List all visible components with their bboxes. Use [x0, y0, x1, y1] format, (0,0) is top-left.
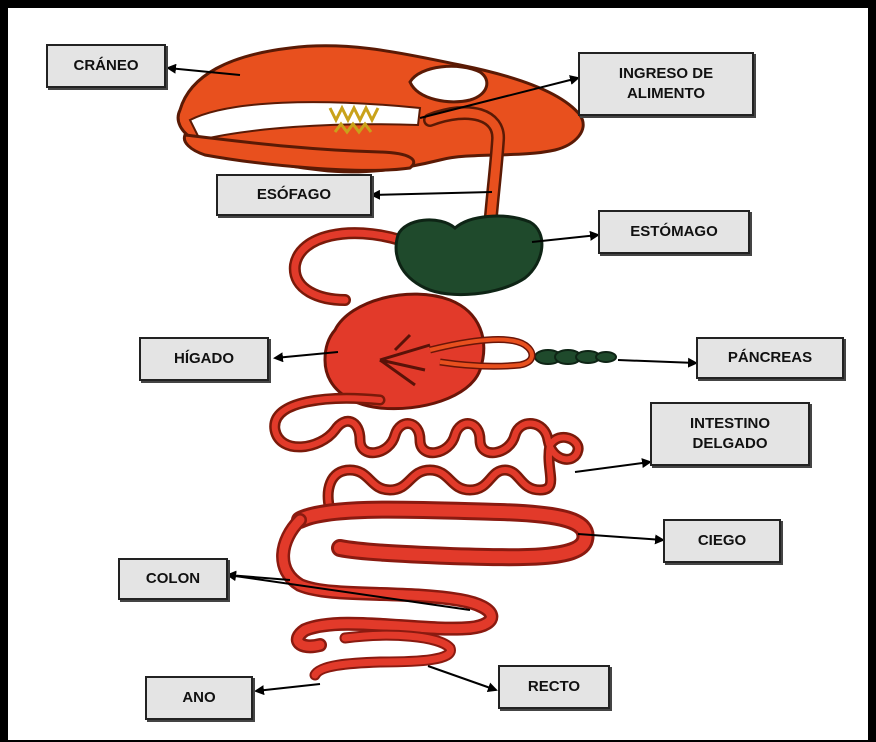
skull-drawing: [178, 46, 583, 172]
arrow-pancreas: [618, 360, 696, 363]
label-estomago: ESTÓMAGO: [598, 210, 750, 254]
arrow-recto: [428, 666, 496, 690]
pancreas-drawing: [535, 350, 616, 364]
stomach-drawing: [396, 216, 542, 295]
arrow-esofago: [372, 192, 492, 195]
label-ciego: CIEGO: [663, 519, 781, 563]
label-higado: HÍGADO: [139, 337, 269, 381]
label-craneo: CRÁNEO: [46, 44, 166, 88]
arrow-intestino: [575, 462, 650, 472]
label-intestino-delgado: INTESTINO DELGADO: [650, 402, 810, 466]
label-colon: COLON: [118, 558, 228, 600]
label-esofago: ESÓFAGO: [216, 174, 372, 216]
label-ingreso-de-alimento: INGRESO DE ALIMENTO: [578, 52, 754, 116]
arrow-ano: [256, 684, 320, 691]
label-ano: ANO: [145, 676, 253, 720]
label-pancreas: PÁNCREAS: [696, 337, 844, 379]
duodenum-loop-fill: [295, 233, 400, 300]
label-recto: RECTO: [498, 665, 610, 709]
